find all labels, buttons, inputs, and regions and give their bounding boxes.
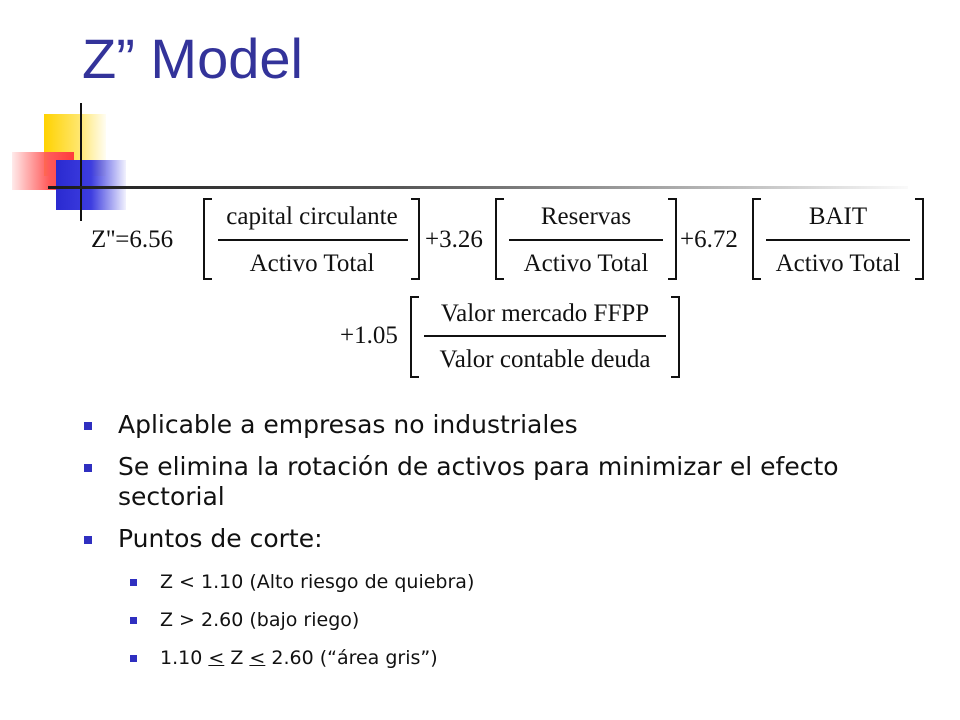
sub-bullet-item: 1.10 < Z < 2.60 (“área gris”) [84,646,904,670]
bracket-left-4 [410,296,420,378]
formula-lhs: Z''=6.56 [91,226,174,253]
term2-fraction-line [509,239,663,241]
sub-bullet-item: Z < 1.10 (Alto riesgo de quiebra) [84,570,904,594]
decor-blue-square [56,160,126,210]
bullet-item: Puntos de corte: [84,524,904,554]
bracket-right-4 [670,296,680,378]
bullet-text: Puntos de corte: [118,524,323,553]
term3-numerator: BAIT [808,203,868,230]
bracket-right-1 [410,198,420,280]
bracket-left-2 [495,198,505,280]
bullet-text: Se elimina la rotación de activos para m… [118,452,839,511]
bullet-text: Aplicable a empresas no industriales [118,410,578,439]
bracket-left-3 [752,198,762,280]
term3-denominator: Activo Total [775,250,901,277]
sub-bullet-text: Z < 1.10 (Alto riesgo de quiebra) [160,571,475,593]
bullet-item: Se elimina la rotación de activos para m… [84,452,904,512]
bullet-square-icon [84,536,92,544]
bullet-item: Aplicable a empresas no industriales [84,410,904,440]
bullet-square-icon [130,655,137,662]
term1-denominator: Activo Total [249,250,375,277]
term3-fraction-line [766,239,910,241]
bullet-list: Aplicable a empresas no industriales Se … [84,410,904,684]
bullet-square-icon [84,422,92,430]
sub-bullet-text: 1.10 < Z < 2.60 (“área gris”) [160,647,438,669]
bullet-square-icon [130,579,137,586]
formula-coef-3: +6.72 [680,226,738,253]
term2-denominator: Activo Total [523,250,649,277]
term4-denominator: Valor contable deuda [439,346,651,373]
bullet-square-icon [84,464,92,472]
term1-fraction-line [218,239,408,241]
title-divider-line [48,186,908,189]
bracket-left-1 [203,198,213,280]
slide-title: Z” Model [82,27,303,90]
term2-numerator: Reservas [540,203,632,230]
term4-fraction-line [424,335,666,337]
sub-bullet-text: Z > 2.60 (bajo riego) [160,609,360,631]
term1-numerator: capital circulante [226,203,398,230]
bracket-right-3 [914,198,924,280]
decor-vertical-line [80,103,82,221]
sub-bullet-item: Z > 2.60 (bajo riego) [84,608,904,632]
formula-coef-2: +3.26 [425,226,483,253]
term4-numerator: Valor mercado FFPP [440,300,650,327]
formula-coef-4: +1.05 [340,322,398,349]
bracket-right-2 [667,198,677,280]
bullet-square-icon [130,617,137,624]
